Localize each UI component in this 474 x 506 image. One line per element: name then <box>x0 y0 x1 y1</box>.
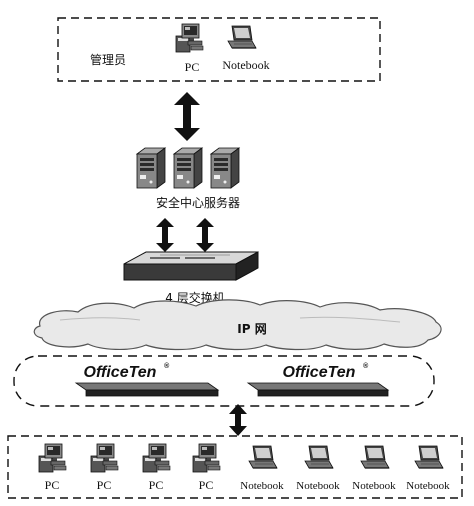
client-device-label: PC <box>149 478 164 492</box>
notebook-icon <box>227 25 257 49</box>
appliance-brand: OfficeTen <box>84 364 157 381</box>
pc-icon <box>142 443 171 473</box>
client-devices: PC PC PC PC Notebook Notebook Notebook Notebook <box>38 443 450 492</box>
notebook-icon <box>414 445 444 469</box>
switch-icon <box>123 251 259 281</box>
appliance-2: OfficeTen ® <box>246 362 390 397</box>
security-center-label: 安全中心服务器 <box>156 195 240 210</box>
appliance-1: OfficeTen ® <box>74 362 220 397</box>
registered-mark: ® <box>363 362 369 370</box>
admin-pc-label: PC <box>185 60 200 74</box>
pc-icon <box>38 443 67 473</box>
admin-group-box <box>57 17 381 82</box>
double-arrow-icon <box>229 404 247 436</box>
notebook-icon <box>360 445 390 469</box>
double-arrow-icon <box>156 218 174 252</box>
client-device-label: PC <box>97 478 112 492</box>
client-device-label: Notebook <box>352 480 396 492</box>
pc-icon <box>90 443 119 473</box>
server-icon <box>210 147 240 189</box>
cloud-icon <box>33 299 442 351</box>
server-icon <box>136 147 166 189</box>
client-device-label: Notebook <box>406 480 450 492</box>
server-icon <box>173 147 203 189</box>
registered-mark: ® <box>164 362 170 370</box>
pc-icon <box>175 23 204 53</box>
admin-notebook-label: Notebook <box>222 58 269 72</box>
double-arrow-icon <box>174 92 200 141</box>
double-arrow-icon <box>196 218 214 252</box>
notebook-icon <box>304 445 334 469</box>
ip-network-label: IP 网 <box>237 322 266 336</box>
appliance-brand: OfficeTen <box>283 364 356 381</box>
appliance-group-box <box>13 355 435 407</box>
pc-icon <box>192 443 221 473</box>
client-device-label: PC <box>45 478 60 492</box>
client-device-label: Notebook <box>240 480 284 492</box>
client-group-box <box>7 435 463 499</box>
admin-label: 管理员 <box>90 52 126 67</box>
notebook-icon <box>248 445 278 469</box>
client-device-label: PC <box>199 478 214 492</box>
client-device-label: Notebook <box>296 480 340 492</box>
